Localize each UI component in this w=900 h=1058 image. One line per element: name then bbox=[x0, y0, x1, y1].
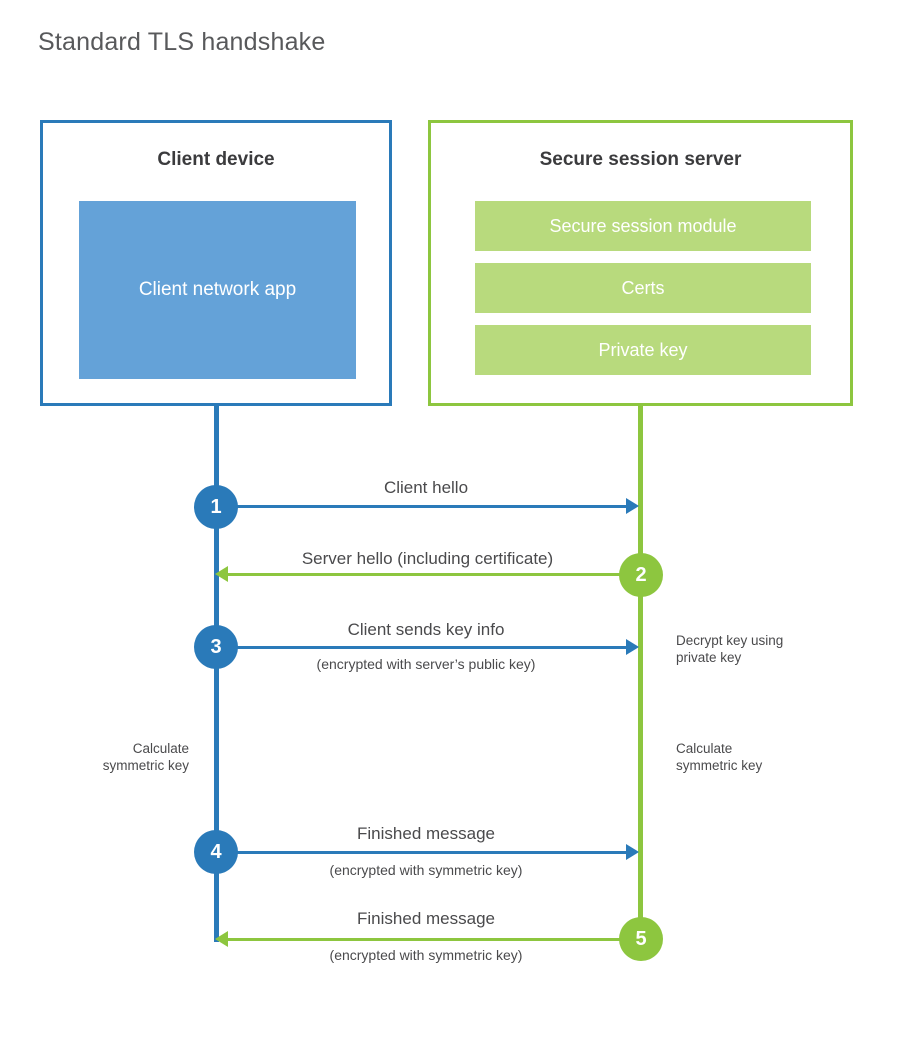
message-label-4: Finished message bbox=[357, 824, 495, 843]
secure-session-server-box: Secure session server Secure session mod… bbox=[428, 120, 853, 406]
message-label-5: Finished message bbox=[357, 909, 495, 928]
step-circle-5: 5 bbox=[619, 917, 663, 961]
arrow-head-1 bbox=[626, 498, 639, 514]
note-client-calculate-symmetric-key: Calculate symmetric key bbox=[24, 740, 189, 774]
page-title: Standard TLS handshake bbox=[38, 28, 326, 56]
secure-session-server-title: Secure session server bbox=[539, 149, 742, 170]
note-server-calc-line2: symmetric key bbox=[676, 758, 763, 773]
server-module-certs: Certs bbox=[475, 263, 811, 313]
message-line-3 bbox=[216, 646, 626, 649]
note-client-calc-line1: Calculate bbox=[132, 741, 189, 756]
message-line-1 bbox=[216, 505, 626, 508]
message-line-4 bbox=[216, 851, 626, 854]
message-label-2: Server hello (including certificate) bbox=[301, 549, 554, 568]
step-circle-3: 3 bbox=[194, 625, 238, 669]
message-sublabel-4: (encrypted with symmetric key) bbox=[329, 862, 523, 878]
arrow-head-2 bbox=[215, 566, 228, 582]
message-label-3: Client sends key info bbox=[347, 620, 505, 639]
note-server-calculate-symmetric-key: Calculate symmetric key bbox=[676, 740, 856, 774]
client-lifeline bbox=[214, 405, 219, 942]
note-server-calc-line1: Calculate bbox=[676, 741, 733, 756]
note-decrypt-key: Decrypt key using private key bbox=[676, 632, 856, 666]
server-module-private-key: Private key bbox=[475, 325, 811, 375]
arrow-head-5 bbox=[215, 931, 228, 947]
step-circle-4: 4 bbox=[194, 830, 238, 874]
note-decrypt-key-line2: private key bbox=[676, 650, 742, 665]
client-device-title: Client device bbox=[157, 149, 275, 170]
note-client-calc-line2: symmetric key bbox=[102, 758, 189, 773]
message-sublabel-3: (encrypted with server’s public key) bbox=[316, 656, 536, 672]
arrow-head-4 bbox=[626, 844, 639, 860]
message-line-2 bbox=[228, 573, 640, 576]
message-sublabel-5: (encrypted with symmetric key) bbox=[329, 947, 523, 963]
server-module-secure-session: Secure session module bbox=[475, 201, 811, 251]
step-circle-1: 1 bbox=[194, 485, 238, 529]
message-line-5 bbox=[228, 938, 640, 941]
client-network-app-block: Client network app bbox=[79, 201, 356, 379]
server-module-list: Secure session module Certs Private key bbox=[475, 201, 811, 375]
step-circle-2: 2 bbox=[619, 553, 663, 597]
note-decrypt-key-line1: Decrypt key using bbox=[676, 633, 784, 648]
server-lifeline bbox=[638, 405, 643, 940]
message-label-1: Client hello bbox=[383, 478, 469, 497]
arrow-head-3 bbox=[626, 639, 639, 655]
client-device-box: Client device Client network app bbox=[40, 120, 392, 406]
